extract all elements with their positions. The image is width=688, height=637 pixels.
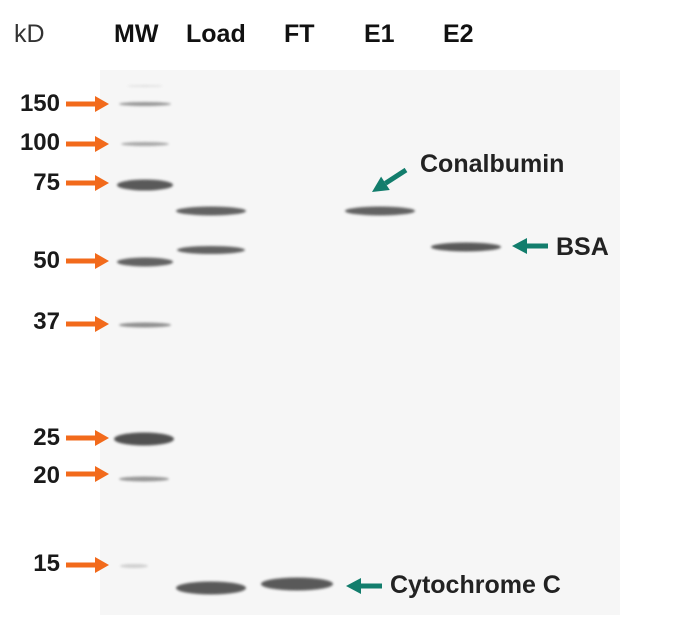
marker-label-25: 25 xyxy=(33,424,60,451)
protein-label-conalbumin: Conalbumin xyxy=(420,150,565,178)
mw-band-25 xyxy=(114,432,174,446)
load-band-bsa xyxy=(177,246,245,254)
lane-label-ft: FT xyxy=(284,20,315,48)
cytochrome-arrow xyxy=(346,578,382,594)
mw-band-15 xyxy=(120,564,148,568)
marker-arrow-25 xyxy=(66,430,109,446)
bsa-arrow xyxy=(512,238,548,254)
marker-arrow-20 xyxy=(66,466,109,482)
mw-band-37 xyxy=(119,322,171,328)
marker-arrow-15 xyxy=(66,557,109,573)
marker-arrow-150 xyxy=(66,96,109,112)
e2-band-bsa xyxy=(431,242,501,252)
e1-band-conalbumin xyxy=(345,206,415,216)
mw-band-50 xyxy=(117,257,173,267)
protein-label-bsa: BSA xyxy=(556,233,609,261)
marker-label-37: 37 xyxy=(33,308,60,335)
marker-arrow-75 xyxy=(66,175,109,191)
mw-band-75 xyxy=(117,179,173,191)
marker-arrow-100 xyxy=(66,136,109,152)
marker-label-75: 75 xyxy=(33,169,60,196)
protein-label-cytochrome-c: Cytochrome C xyxy=(390,571,561,599)
mw-band-20 xyxy=(119,476,169,482)
marker-label-50: 50 xyxy=(33,247,60,274)
marker-label-15: 15 xyxy=(33,550,60,577)
marker-label-150: 150 xyxy=(19,90,60,117)
marker-label-20: 20 xyxy=(33,462,60,489)
lane-label-e1: E1 xyxy=(364,20,395,48)
marker-arrow-50 xyxy=(66,253,109,269)
lane-label-e2: E2 xyxy=(443,20,474,48)
load-band-conalbumin xyxy=(176,206,246,216)
gel-background xyxy=(100,70,620,615)
unit-label: kD xyxy=(14,20,45,48)
mw-band-faint-top xyxy=(127,85,163,87)
conalbumin-arrow xyxy=(372,167,408,192)
ft-band-cytochrome xyxy=(261,577,333,591)
marker-arrow-37 xyxy=(66,316,109,332)
mw-band-100 xyxy=(121,142,169,146)
mw-band-150 xyxy=(119,102,171,106)
lane-label-mw: MW xyxy=(114,20,159,48)
lane-label-load: Load xyxy=(186,20,246,48)
load-band-cytochrome xyxy=(176,581,246,595)
marker-label-100: 100 xyxy=(19,129,60,156)
